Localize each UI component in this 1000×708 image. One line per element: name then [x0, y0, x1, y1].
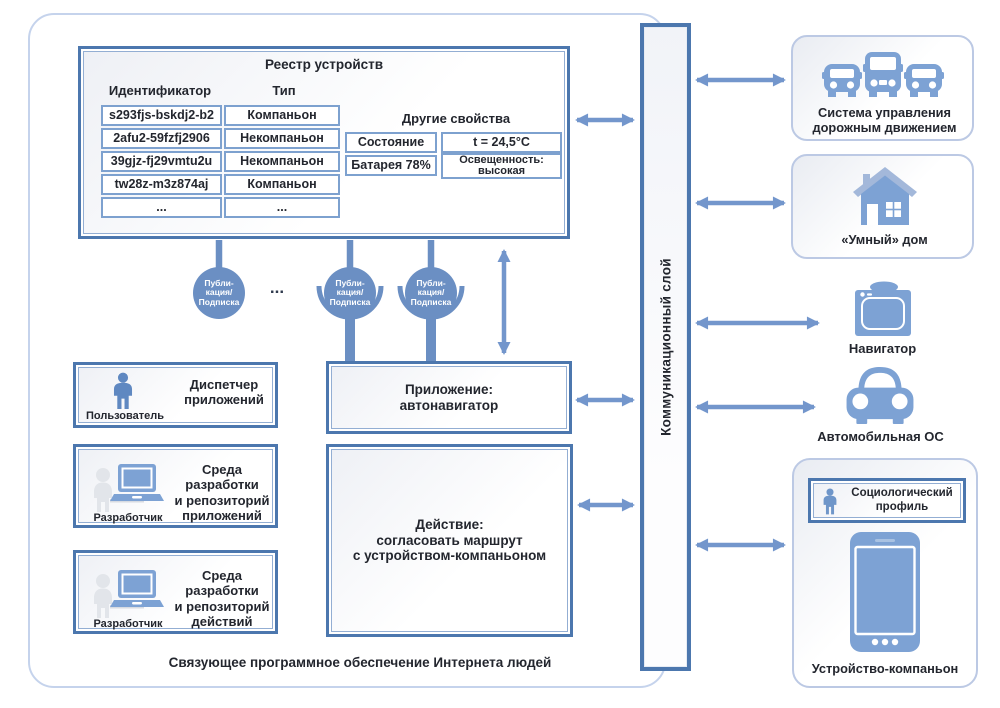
companion-device-label: Устройство-компаньон [811, 661, 959, 676]
registry-column-id: Идентификатор [108, 83, 212, 98]
smartphone-icon [850, 532, 920, 652]
middleware-caption: Связующее программное обеспечение Интерн… [168, 655, 552, 670]
companion-device-box: Социологический профиль Устройство-компа… [792, 458, 978, 688]
traffic-system-label: Система управления дорожным движением [812, 105, 957, 136]
car-os-label: Автомобильная ОС [817, 429, 944, 444]
dispatcher-title: Диспетчер приложений [184, 377, 264, 408]
smart-home-label: «Умный» дом [841, 232, 928, 247]
registry-cell-id: 2afu2-59fzfj2906 [101, 128, 222, 149]
pubsub-circle: Публи- кация/ Подписка [405, 267, 457, 319]
sociological-profile-label: Социологический профиль [851, 487, 953, 513]
user-icon [110, 372, 136, 410]
action-box: Действие: согласовать маршрут с устройст… [326, 444, 573, 637]
registry-cell-type: Некомпаньон [224, 151, 340, 172]
house-icon [853, 167, 917, 225]
registry-cell-id: ... [101, 197, 222, 218]
developer-icon [90, 564, 166, 620]
application-label: Приложение: автонавигатор [399, 381, 499, 413]
actor-label: Разработчик [93, 512, 163, 524]
prop-temperature-cell: t = 24,5°C [441, 132, 562, 153]
registry-cell-id: 39gjz-fj29vmtu2u [101, 151, 222, 172]
device-registry-box: Реестр устройств Идентификатор Тип s293f… [78, 46, 570, 239]
car-icon [844, 364, 916, 425]
registry-cell-type: ... [224, 197, 340, 218]
double-arrows [497, 73, 820, 552]
registry-cell-id: s293fjs-bskdj2-b2 [101, 105, 222, 126]
dev-env-actions-box: Разработчик Среда разработки и репозитор… [73, 550, 278, 634]
dev-env-apps-title: Среда разработки и репозиторий приложени… [174, 462, 270, 523]
dev-env-actions-title: Среда разработки и репозиторий действий [174, 568, 270, 629]
actor-label: Разработчик [93, 618, 163, 630]
pubsub-circle: Публи- кация/ Подписка [324, 267, 376, 319]
registry-column-type: Тип [272, 83, 296, 98]
pubsub-ellipsis: ... [269, 278, 285, 297]
traffic-vehicles-icon [822, 50, 944, 102]
dev-env-apps-box: Разработчик Среда разработки и репозитор… [73, 444, 278, 528]
smart-home-box: «Умный» дом [791, 154, 974, 259]
registry-cell-id: tw28z-m3z874aj [101, 174, 222, 195]
navigator-icon [854, 281, 912, 337]
other-properties-title: Другие свойства [401, 111, 511, 126]
prop-battery-cell: Батарея 78% [345, 155, 437, 176]
prop-state-cell: Состояние [345, 132, 437, 153]
application-box: Приложение: автонавигатор [326, 361, 572, 434]
action-label: Действие: согласовать маршрут с устройст… [352, 516, 547, 564]
application-dispatcher-box: Пользователь Диспетчер приложений [73, 362, 278, 428]
registry-cell-type: Компаньон [224, 105, 340, 126]
prop-illumination-cell: Освещенность: высокая [441, 153, 562, 179]
registry-title: Реестр устройств [264, 57, 384, 72]
navigator-label: Навигатор [848, 341, 917, 356]
user-icon [821, 488, 839, 515]
traffic-system-box: Система управления дорожным движением [791, 35, 974, 141]
developer-icon [90, 458, 166, 514]
registry-cell-type: Некомпаньон [224, 128, 340, 149]
registry-cell-type: Компаньон [224, 174, 340, 195]
communication-layer-bar: Коммуникационный слой [640, 23, 691, 671]
communication-layer-label: Коммуникационный слой [658, 258, 673, 436]
sociological-profile-box: Социологический профиль [808, 478, 966, 523]
pubsub-circle: Публи- кация/ Подписка [193, 267, 245, 319]
actor-label: Пользователь [85, 410, 164, 422]
